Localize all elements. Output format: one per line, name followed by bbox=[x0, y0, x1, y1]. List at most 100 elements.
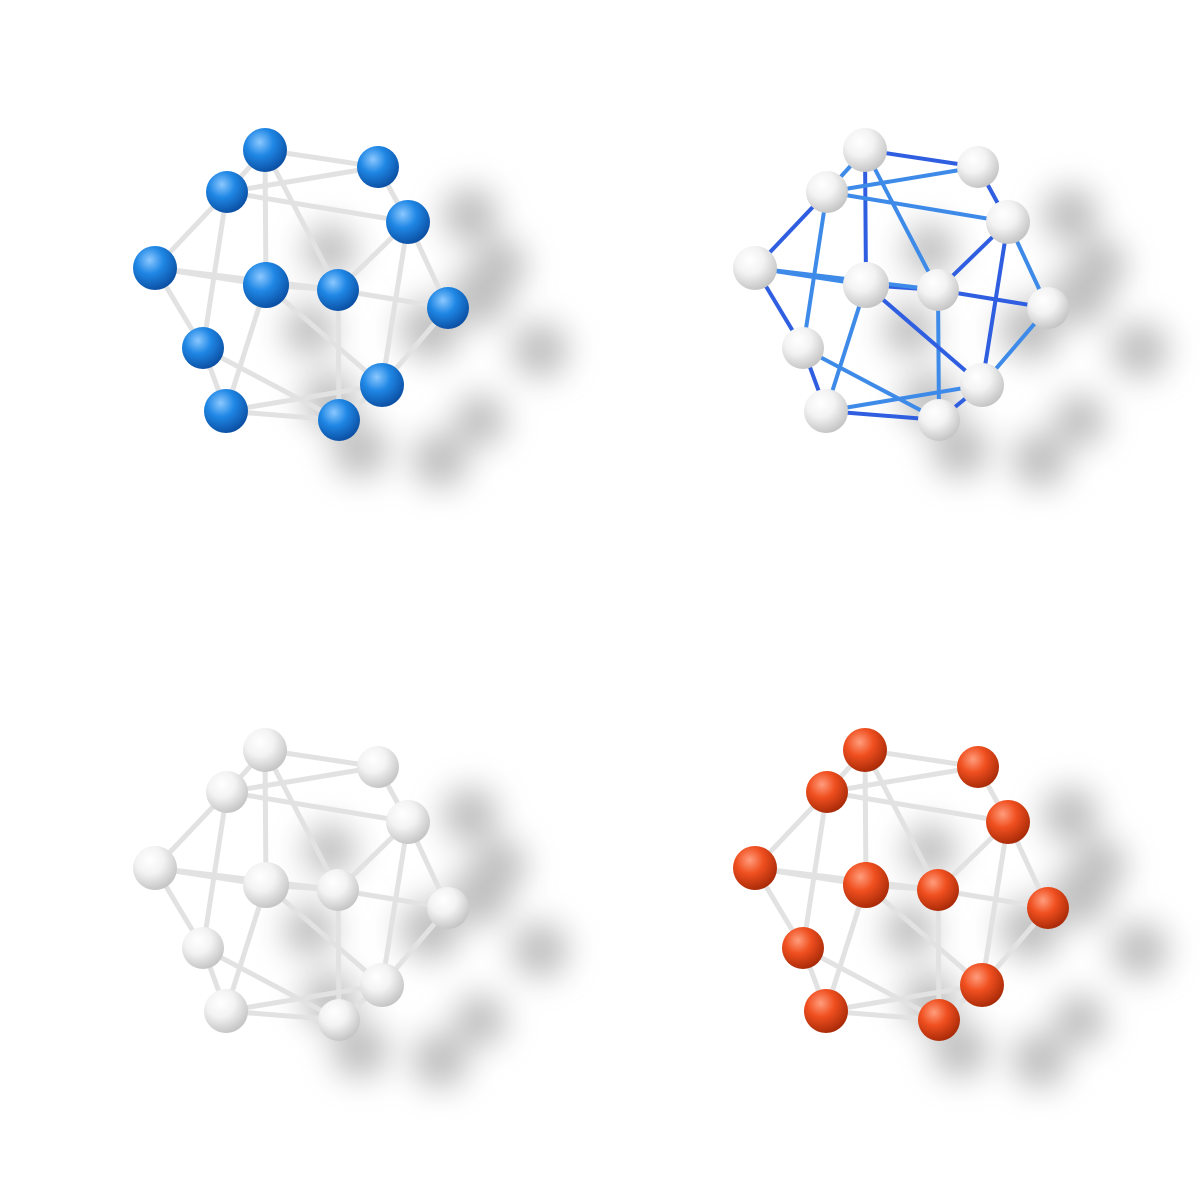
atom-sphere bbox=[243, 128, 287, 172]
atom-sphere bbox=[243, 262, 289, 308]
bond-link bbox=[824, 383, 984, 413]
atom-sphere bbox=[318, 399, 360, 441]
atom-sphere bbox=[317, 869, 359, 911]
shadow-blob bbox=[1054, 994, 1106, 1046]
bond-link bbox=[200, 189, 230, 351]
molecule-orange-spheres bbox=[733, 728, 1168, 1088]
bond-link bbox=[262, 147, 341, 293]
shadow-blob bbox=[904, 824, 956, 876]
shadow-blob bbox=[512, 922, 568, 978]
shadow-blob bbox=[304, 824, 356, 876]
shadow-blob bbox=[904, 224, 956, 276]
molecule-all-white bbox=[133, 728, 568, 1088]
shadow-blob bbox=[1012, 1032, 1068, 1088]
atom-sphere bbox=[843, 128, 887, 172]
atom-sphere bbox=[917, 869, 959, 911]
atom-sphere bbox=[182, 927, 224, 969]
atom-sphere bbox=[917, 269, 959, 311]
bond-link bbox=[263, 882, 385, 988]
shadow-blob bbox=[512, 322, 568, 378]
shadow-blob bbox=[1112, 922, 1168, 978]
shadow-blob bbox=[884, 304, 936, 356]
atom-sphere bbox=[204, 989, 248, 1033]
bond-link bbox=[335, 887, 342, 1023]
bond-link bbox=[800, 789, 830, 951]
bond-link bbox=[224, 764, 381, 795]
atom-sphere bbox=[957, 146, 999, 188]
shadow-blob bbox=[442, 787, 498, 843]
atom-sphere bbox=[806, 771, 848, 813]
atom-sphere bbox=[1027, 887, 1069, 929]
atom-sphere bbox=[782, 327, 824, 369]
bond-link bbox=[801, 346, 941, 422]
atom-sphere bbox=[986, 800, 1030, 844]
atom-sphere bbox=[386, 200, 430, 244]
atoms bbox=[133, 728, 469, 1041]
shadow-blob bbox=[412, 432, 468, 488]
bond-link bbox=[224, 789, 411, 825]
atom-sphere bbox=[360, 363, 404, 407]
bond-link bbox=[200, 345, 342, 423]
bond-link bbox=[980, 220, 1010, 387]
shadow-blob bbox=[1042, 787, 1098, 843]
atom-sphere bbox=[960, 363, 1004, 407]
bond-link bbox=[379, 219, 411, 388]
bond-link bbox=[825, 190, 1010, 224]
molecule-blue-spheres bbox=[133, 128, 568, 488]
bond-link bbox=[200, 945, 342, 1023]
atom-sphere bbox=[986, 200, 1030, 244]
bond-link bbox=[223, 982, 385, 1014]
shadow-blob bbox=[412, 1032, 468, 1088]
atom-sphere bbox=[133, 246, 177, 290]
bond-link bbox=[824, 789, 1011, 825]
shadow-blob bbox=[454, 394, 506, 446]
shadow-blob bbox=[284, 304, 336, 356]
atom-sphere bbox=[782, 927, 824, 969]
shadow-blob bbox=[304, 224, 356, 276]
bond-link bbox=[223, 382, 385, 414]
bond-link bbox=[863, 882, 985, 988]
atom-sphere bbox=[360, 963, 404, 1007]
bond-link bbox=[379, 819, 411, 988]
bond-link bbox=[825, 165, 980, 194]
atoms bbox=[733, 128, 1069, 441]
atom-sphere bbox=[804, 389, 848, 433]
bond-link bbox=[262, 747, 341, 893]
atom-sphere bbox=[357, 146, 399, 188]
molecule-blue-links bbox=[733, 128, 1168, 488]
atom-sphere bbox=[182, 327, 224, 369]
shadow-blob bbox=[284, 904, 336, 956]
atoms bbox=[733, 728, 1069, 1041]
atom-sphere bbox=[386, 800, 430, 844]
shadow-blob bbox=[1112, 322, 1168, 378]
shadow-blob bbox=[442, 187, 498, 243]
atom-sphere bbox=[318, 999, 360, 1041]
shadow-blob bbox=[884, 904, 936, 956]
atom-sphere bbox=[317, 269, 359, 311]
atom-sphere bbox=[133, 846, 177, 890]
bond-link bbox=[224, 164, 381, 195]
bond-link bbox=[864, 283, 984, 387]
bond-link bbox=[863, 148, 940, 292]
atom-sphere bbox=[427, 887, 469, 929]
shadow-blob bbox=[454, 994, 506, 1046]
atom-sphere bbox=[918, 999, 960, 1041]
molecule-shadow bbox=[284, 187, 568, 488]
atoms bbox=[133, 128, 469, 441]
atom-sphere bbox=[960, 963, 1004, 1007]
atom-sphere bbox=[206, 171, 248, 213]
atom-sphere bbox=[843, 262, 889, 308]
shadow-blob bbox=[1054, 394, 1106, 446]
bond-link bbox=[335, 287, 342, 423]
bond-link bbox=[935, 887, 942, 1023]
shadow-blob bbox=[1012, 432, 1068, 488]
atom-sphere bbox=[733, 246, 777, 290]
bond-link bbox=[862, 747, 941, 893]
bond-link bbox=[824, 764, 981, 795]
bond-link bbox=[224, 189, 411, 225]
atom-sphere bbox=[427, 287, 469, 329]
models-layer bbox=[133, 128, 1168, 1088]
atom-sphere bbox=[204, 389, 248, 433]
